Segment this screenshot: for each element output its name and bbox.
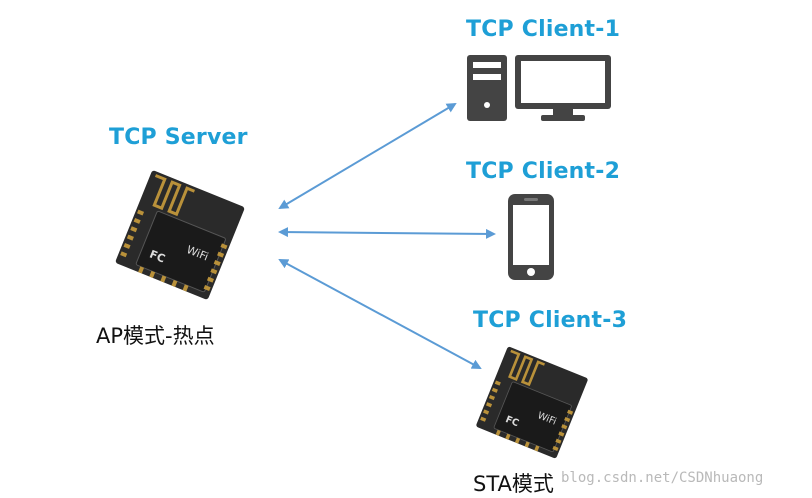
server-label: TCP Server	[109, 125, 248, 150]
wifi-module-server: WiFi FC	[115, 170, 245, 300]
watermark: blog.csdn.net/CSDNhuaong	[561, 470, 764, 486]
wifi-module-client3: WiFi FC	[476, 346, 588, 459]
client2-label: TCP Client-2	[466, 159, 621, 184]
arrow-server-client2	[278, 227, 496, 239]
client1-label: TCP Client-1	[466, 17, 621, 42]
fc-text-server: FC	[148, 248, 167, 266]
client3-label: TCP Client-3	[473, 308, 628, 333]
desktop-computer-icon	[467, 55, 611, 121]
arrow-server-client3	[278, 259, 482, 369]
arrow-server-client1	[278, 102, 457, 210]
ap-mode-label: AP模式-热点	[96, 324, 215, 348]
sta-mode-label: STA模式	[473, 472, 554, 496]
fc-text-client3: FC	[504, 414, 521, 429]
smartphone-icon	[508, 194, 554, 280]
